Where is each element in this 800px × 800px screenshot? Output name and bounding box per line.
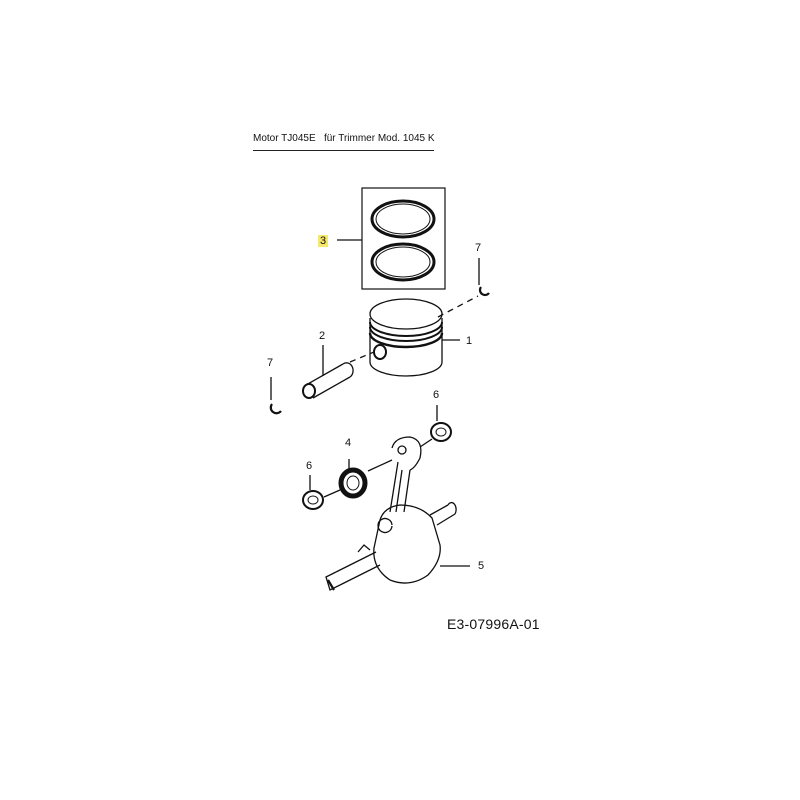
- piston-pin-icon: [302, 362, 354, 399]
- piston-icon: [368, 298, 444, 377]
- title-underline: [253, 150, 434, 151]
- crankshaft-icon: [325, 436, 457, 591]
- diagram-title: Motor TJ045E für Trimmer Mod. 1045 K: [253, 133, 435, 144]
- callout-2: 2: [319, 330, 326, 342]
- circlip-icon-right: [478, 286, 490, 297]
- circlip-icon-left: [269, 403, 282, 415]
- callout-3: 3: [318, 235, 329, 247]
- callout-7-left: 7: [267, 357, 274, 369]
- needle-bearing-icon: [338, 467, 368, 499]
- piston-ring-box: [361, 187, 446, 290]
- diagram-code: E3-07996A-01: [447, 616, 540, 632]
- callout-6-right: 6: [433, 389, 440, 401]
- piston-ring-icon: [370, 199, 436, 282]
- callout-5: 5: [478, 560, 485, 572]
- washer-icon-right: [430, 422, 452, 442]
- callout-6-left: 6: [306, 460, 313, 472]
- callout-7-right: 7: [475, 242, 482, 254]
- callout-4: 4: [345, 437, 352, 449]
- callout-1: 1: [466, 335, 473, 347]
- washer-icon-left: [302, 490, 324, 510]
